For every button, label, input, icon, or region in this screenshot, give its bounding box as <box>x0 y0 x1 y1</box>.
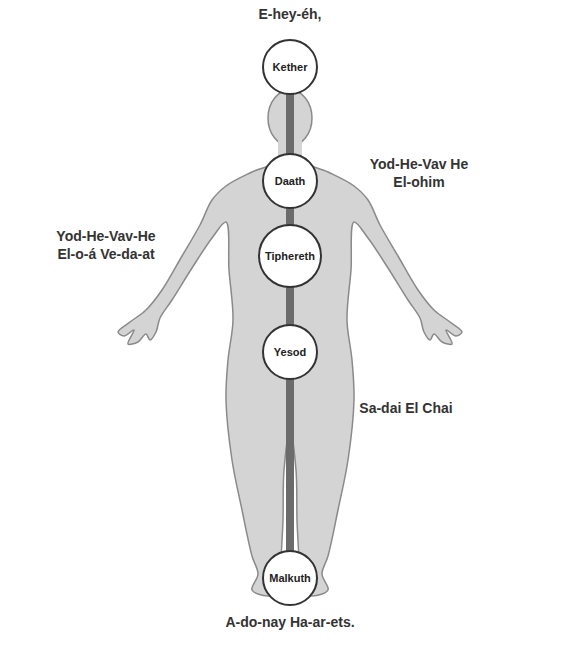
circle-shape <box>259 225 321 287</box>
sephira-circle: Tiphereth <box>258 224 322 288</box>
divine-name: Sa-dai El Chai <box>341 400 471 418</box>
divine-name: Yod-He-Vav-He El-o-á Ve-da-at <box>50 228 162 263</box>
body-silhouette <box>118 138 462 597</box>
sephira-name: Malkuth <box>269 572 311 584</box>
central-pillar <box>286 208 294 225</box>
sephira-circle: Daath <box>262 153 318 209</box>
central-pillar <box>286 379 294 551</box>
sephira-name: Kether <box>273 61 308 73</box>
circle-shape <box>263 154 317 208</box>
divine-name: Yod-He-Vav He El-ohim <box>364 156 474 191</box>
circle-shape <box>263 325 317 379</box>
divine-name: E-hey-éh, <box>230 6 350 24</box>
sephira-name: Tiphereth <box>265 250 315 262</box>
sephira-circle: Malkuth <box>262 550 318 606</box>
circle-shape <box>263 40 317 94</box>
central-pillar <box>286 94 294 154</box>
sephira-name: Daath <box>275 175 306 187</box>
sephira-name: Yesod <box>274 346 306 358</box>
sephira-circle: Kether <box>262 39 318 95</box>
circle-shape <box>263 551 317 605</box>
sephira-circle: Yesod <box>262 324 318 380</box>
central-pillar <box>286 287 294 325</box>
divine-name: A-do-nay Ha-ar-ets. <box>180 614 400 632</box>
